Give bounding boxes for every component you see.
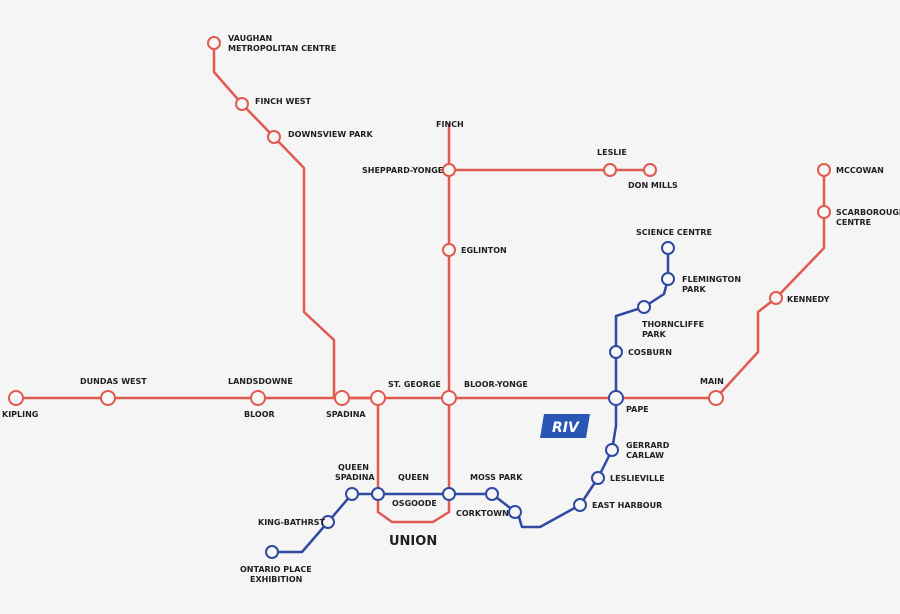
label-east-harbour: EAST HARBOUR <box>592 501 662 510</box>
label-gerrard: GERRARD <box>626 441 670 450</box>
label-queen-spadina: QUEEN <box>338 463 369 472</box>
station-st-george[interactable] <box>370 390 386 406</box>
label-queen: QUEEN <box>398 473 429 482</box>
label-leslieville: LESLIEVILLE <box>610 474 665 483</box>
label-finch-west: FINCH WEST <box>255 97 312 106</box>
station-queen-spadina[interactable] <box>345 487 359 501</box>
label-gerrard-2: CARLAW <box>626 451 664 460</box>
label-flemington: FLEMINGTON <box>682 275 741 284</box>
station-dundas-west[interactable] <box>100 390 116 406</box>
station-leslieville[interactable] <box>591 471 605 485</box>
label-sheppard-yonge: SHEPPARD-YONGE <box>362 166 443 175</box>
label-osgoode: OSGOODE <box>392 499 437 508</box>
label-pape: PAPE <box>626 405 649 414</box>
label-kennedy: KENNEDY <box>787 295 830 304</box>
label-main: MAIN <box>700 377 724 386</box>
station-main[interactable] <box>708 390 724 406</box>
label-leslie: LESLIE <box>597 148 627 157</box>
station-scarborough-centre[interactable] <box>817 205 831 219</box>
station-sheppard-yonge[interactable] <box>442 163 456 177</box>
label-corktown: CORKTOWN <box>456 509 509 518</box>
station-vaughan[interactable] <box>207 36 221 50</box>
station-kipling[interactable] <box>8 390 24 406</box>
label-mccowan: MCCOWAN <box>836 166 884 175</box>
station-don-mills[interactable] <box>643 163 657 177</box>
station-mccowan[interactable] <box>817 163 831 177</box>
label-flemington-2: PARK <box>682 285 706 294</box>
logo-text: RIV <box>552 420 580 436</box>
label-spadina: SPADINA <box>326 410 366 419</box>
label-scarborough: SCARBOROUGH <box>836 208 900 217</box>
station-ontario-place[interactable] <box>265 545 279 559</box>
label-vaughan-2: METROPOLITAN CENTRE <box>228 44 336 53</box>
station-leslie[interactable] <box>603 163 617 177</box>
station-corktown[interactable] <box>508 505 522 519</box>
label-science-centre: SCIENCE CENTRE <box>636 228 712 237</box>
label-eglinton: EGLINTON <box>461 246 507 255</box>
station-finch-west[interactable] <box>235 97 249 111</box>
station-science-centre[interactable] <box>661 241 675 255</box>
label-ontario-place: ONTARIO PLACE <box>240 565 312 574</box>
station-landsdowne[interactable] <box>250 390 266 406</box>
station-cosburn[interactable] <box>609 345 623 359</box>
label-queen-spadina-2: SPADINA <box>335 473 375 482</box>
label-bloor-yonge: BLOOR-YONGE <box>464 380 528 389</box>
label-finch: FINCH <box>436 120 464 129</box>
station-bloor-yonge[interactable] <box>441 390 457 406</box>
line-scarborough-extension <box>715 170 826 399</box>
label-kipling: KIPLING <box>2 410 38 419</box>
label-scarborough-2: CENTRE <box>836 218 871 227</box>
label-thorncliffe-2: PARK <box>642 330 666 339</box>
station-moss-park[interactable] <box>485 487 499 501</box>
station-spadina[interactable] <box>334 390 350 406</box>
station-pape[interactable] <box>608 390 624 406</box>
label-downsview-park: DOWNSVIEW PARK <box>288 130 373 139</box>
station-east-harbour[interactable] <box>573 498 587 512</box>
label-ontario-place-2: EXHIBITION <box>250 575 302 584</box>
station-queen[interactable] <box>442 487 456 501</box>
label-don-mills: DON MILLS <box>628 181 678 190</box>
label-st-george: ST. GEORGE <box>388 380 441 389</box>
station-downsview-park[interactable] <box>267 130 281 144</box>
station-flemington-park[interactable] <box>661 272 675 286</box>
station-thorncliffe-park[interactable] <box>637 300 651 314</box>
label-moss-park: MOSS PARK <box>470 473 523 482</box>
station-gerrard-carlaw[interactable] <box>605 443 619 457</box>
riv-logo-icon: RIV <box>540 414 590 438</box>
station-eglinton[interactable] <box>442 243 456 257</box>
label-thorncliffe: THORNCLIFFE <box>642 320 704 329</box>
station-kennedy[interactable] <box>769 291 783 305</box>
label-dundas-west: DUNDAS WEST <box>80 377 147 386</box>
label-bloor: BLOOR <box>244 410 275 419</box>
label-vaughan: VAUGHAN <box>228 34 272 43</box>
station-king-bathrst[interactable] <box>321 515 335 529</box>
label-king-bathrst: KING-BATHRST <box>258 518 326 527</box>
station-osgoode[interactable] <box>371 487 385 501</box>
label-union: UNION <box>389 534 437 549</box>
label-landsdowne: LANDSDOWNE <box>228 377 293 386</box>
line-1-west-branch <box>212 43 451 524</box>
label-cosburn: COSBURN <box>628 348 672 357</box>
